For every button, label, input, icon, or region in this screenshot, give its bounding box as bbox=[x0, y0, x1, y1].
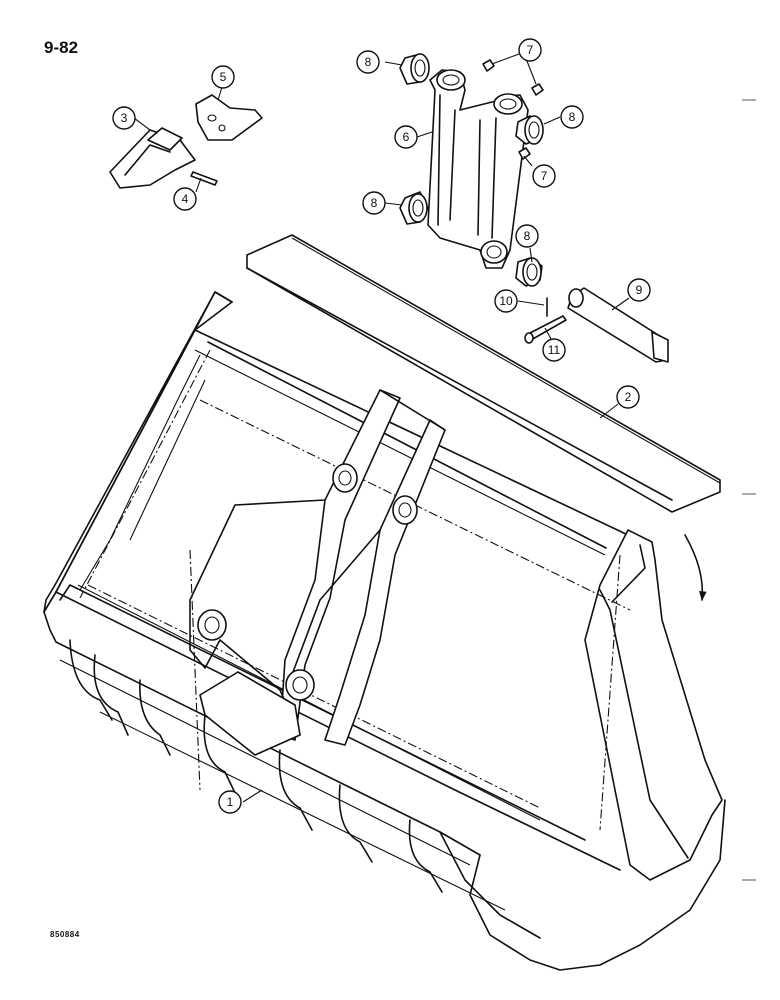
bucket bbox=[43, 291, 726, 971]
callout-1: 1 bbox=[218, 790, 242, 814]
grease-fitting bbox=[482, 59, 495, 72]
figure-code: 850884 bbox=[50, 930, 80, 939]
grease-fitting bbox=[531, 83, 544, 96]
svg-text:9: 9 bbox=[636, 283, 643, 297]
callout-8-mid-left: 8 bbox=[362, 191, 386, 215]
callout-7-lower: 7 bbox=[532, 164, 556, 188]
svg-text:8: 8 bbox=[569, 110, 576, 124]
svg-text:3: 3 bbox=[121, 111, 128, 125]
page-number: 9-82 bbox=[44, 38, 79, 57]
callout-5: 5 bbox=[211, 65, 235, 89]
cutting-edge-bar bbox=[246, 234, 721, 513]
rotation-arrow bbox=[684, 534, 707, 601]
callout-2: 2 bbox=[616, 385, 640, 409]
svg-text:11: 11 bbox=[548, 343, 561, 357]
tooth-pin bbox=[190, 171, 218, 186]
svg-text:6: 6 bbox=[403, 130, 410, 144]
callout-10: 10 bbox=[494, 289, 518, 313]
callout-7-top: 7 bbox=[518, 38, 542, 62]
svg-text:10: 10 bbox=[499, 294, 513, 308]
link-assembly bbox=[427, 69, 529, 269]
bushing bbox=[399, 53, 430, 85]
tooth-adapter bbox=[195, 94, 263, 141]
callout-8-top-right: 8 bbox=[560, 105, 584, 129]
bushing bbox=[515, 257, 543, 287]
bushing bbox=[515, 115, 544, 145]
svg-text:7: 7 bbox=[541, 169, 548, 183]
svg-text:8: 8 bbox=[524, 229, 531, 243]
tooth bbox=[109, 127, 196, 189]
callout-8-top-left: 8 bbox=[356, 50, 380, 74]
retaining-pin bbox=[524, 315, 567, 344]
callout-8-lower: 8 bbox=[515, 224, 539, 248]
svg-text:8: 8 bbox=[365, 55, 372, 69]
callout-11: 11 bbox=[542, 338, 566, 362]
callout-4: 4 bbox=[173, 187, 197, 211]
bushing bbox=[399, 191, 429, 225]
svg-text:2: 2 bbox=[625, 390, 632, 404]
callout-6: 6 bbox=[394, 125, 418, 149]
svg-text:1: 1 bbox=[227, 795, 234, 809]
grease-fitting bbox=[518, 147, 531, 160]
svg-text:4: 4 bbox=[182, 192, 189, 206]
pivot-pin bbox=[567, 287, 669, 363]
svg-text:8: 8 bbox=[371, 196, 378, 210]
svg-text:7: 7 bbox=[527, 43, 534, 57]
callout-3: 3 bbox=[112, 106, 136, 130]
svg-text:5: 5 bbox=[220, 70, 227, 84]
callout-9: 9 bbox=[627, 278, 651, 302]
